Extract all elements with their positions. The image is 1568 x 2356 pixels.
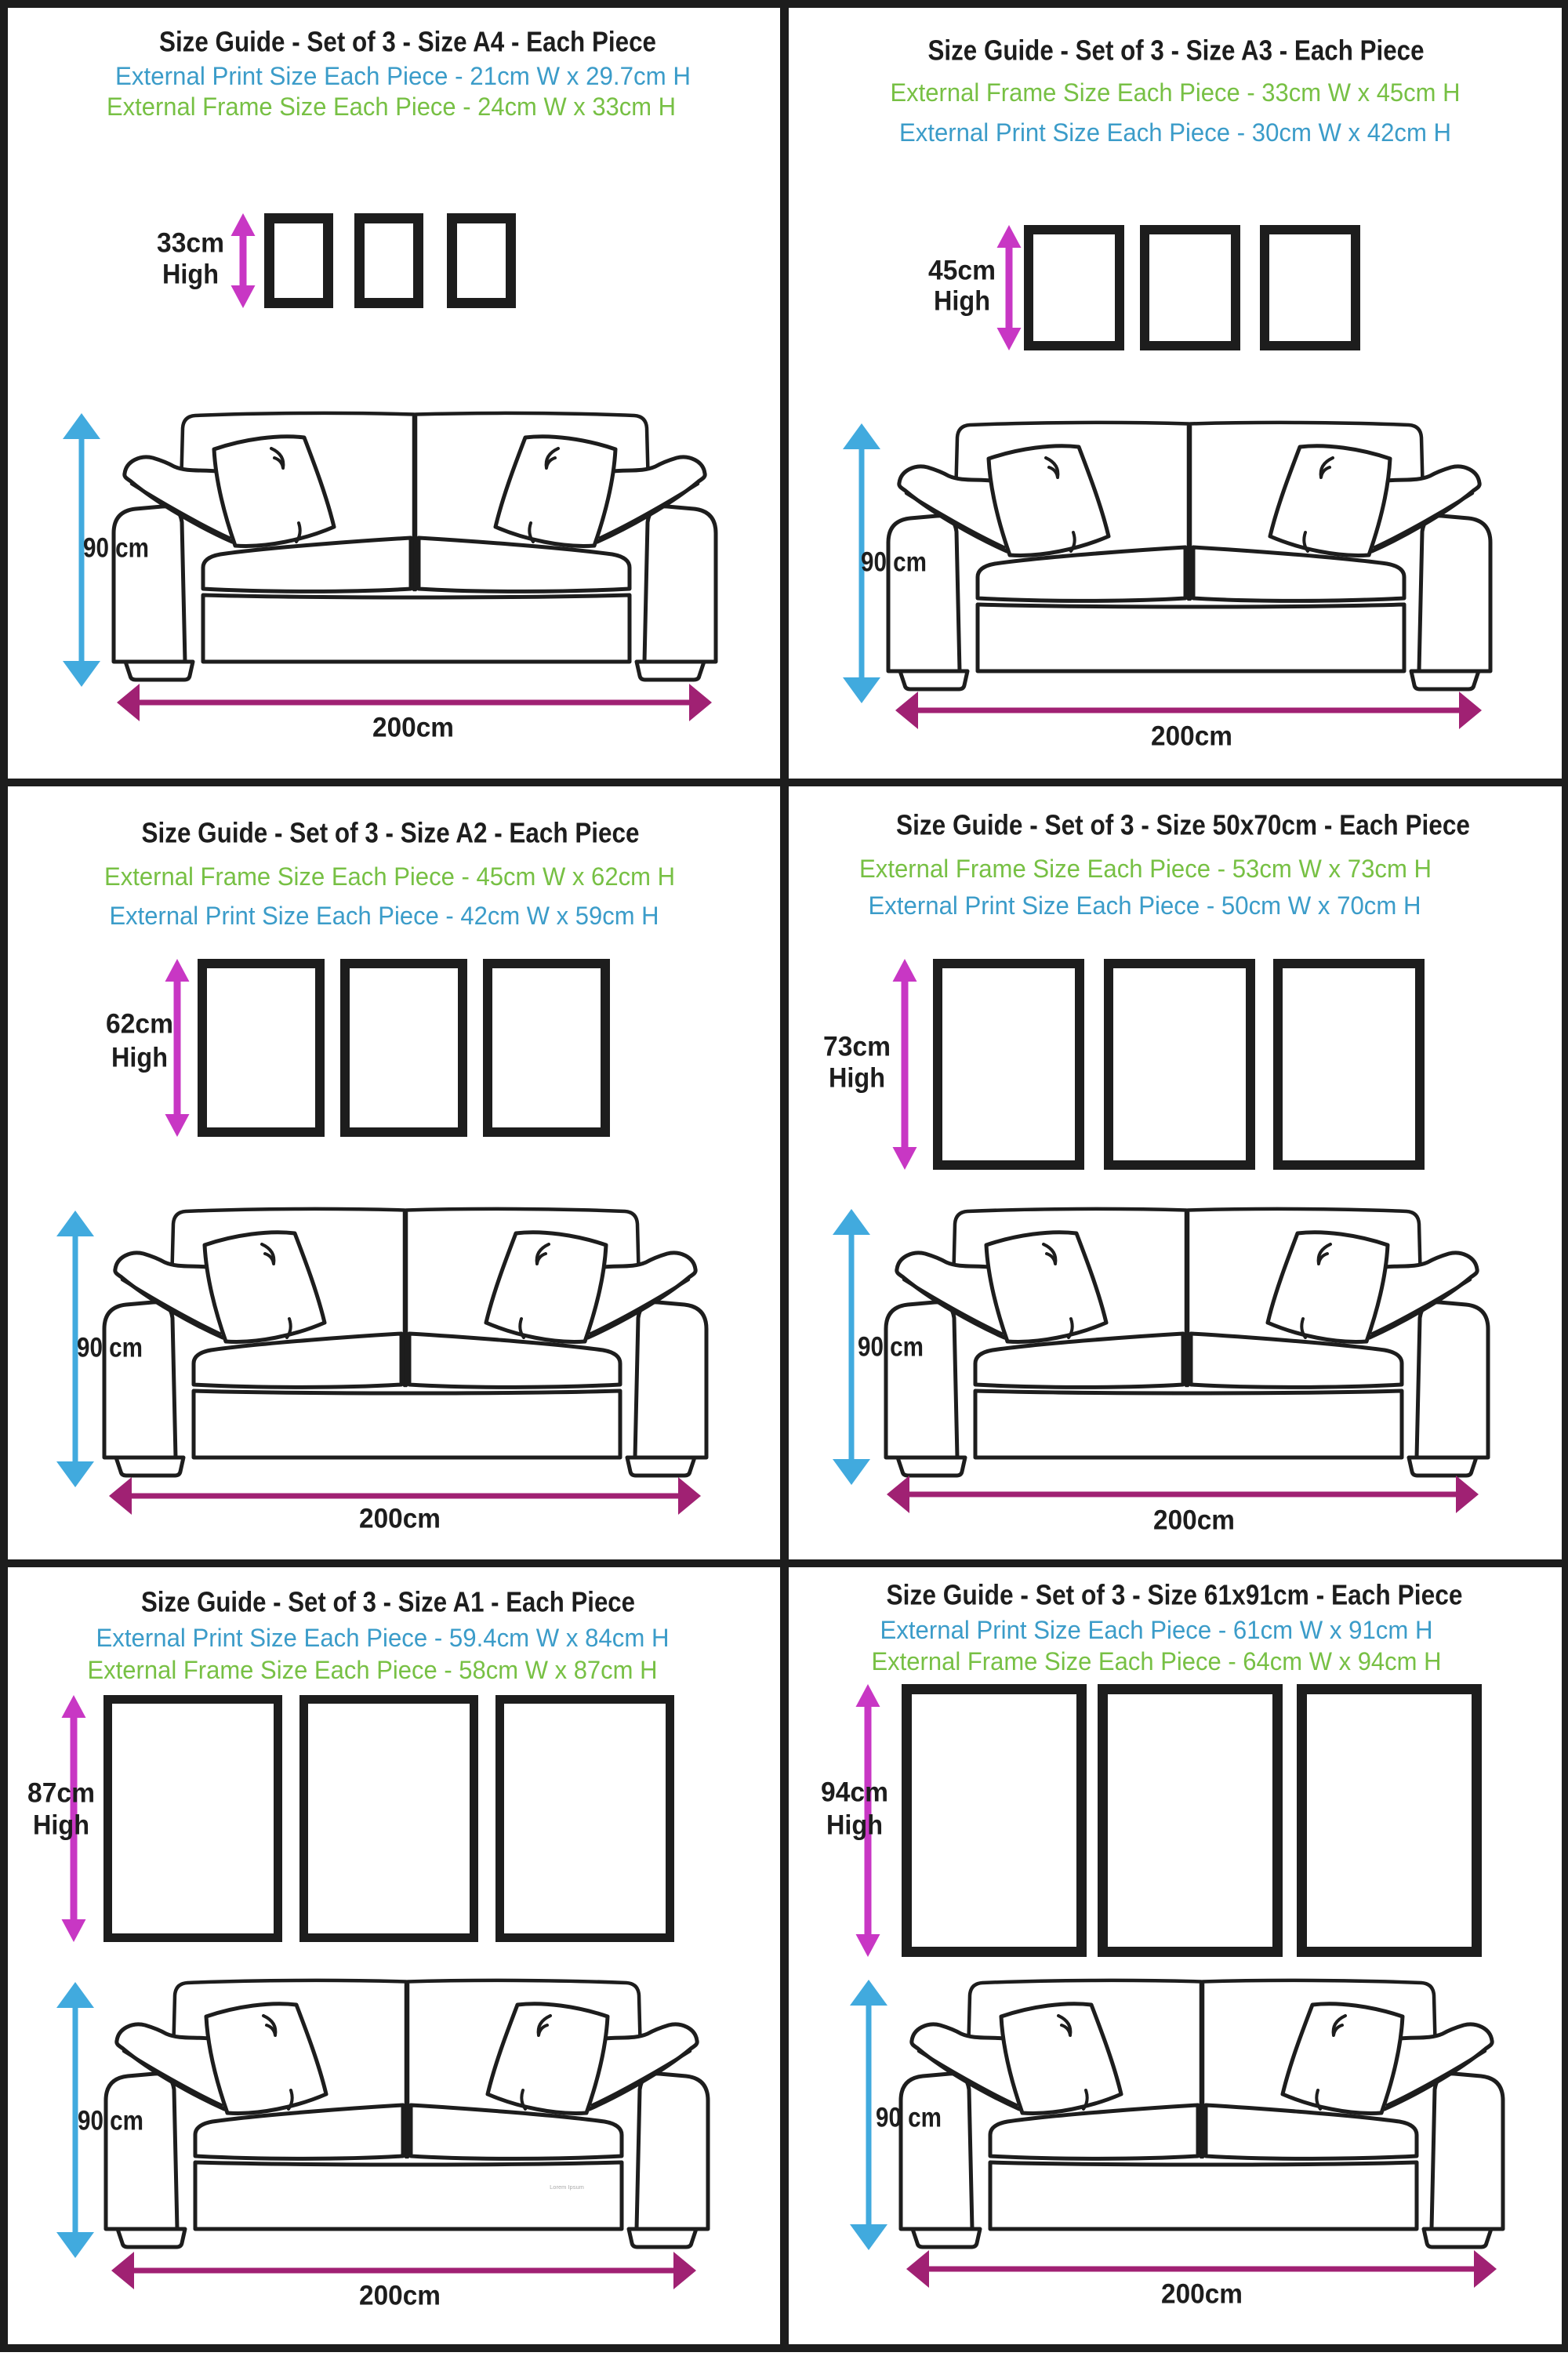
svg-text:External Print Size Each Piece: External Print Size Each Piece - 59.4cm … [96, 1624, 670, 1652]
svg-text:200cm: 200cm [1153, 1505, 1235, 1536]
svg-text:90 cm: 90 cm [77, 1333, 143, 1363]
svg-text:High: High [33, 1810, 89, 1841]
svg-text:Size Guide - Set of 3 - Size A: Size Guide - Set of 3 - Size A3 - Each P… [928, 34, 1425, 67]
svg-text:200cm: 200cm [372, 713, 454, 743]
svg-text:External Print Size Each Piece: External Print Size Each Piece - 61cm W … [880, 1616, 1433, 1644]
svg-text:External Frame Size Each Piece: External Frame Size Each Piece - 33cm W … [891, 78, 1461, 107]
svg-text:Size Guide - Set of 3 - Size 5: Size Guide - Set of 3 - Size 50x70cm - E… [896, 809, 1470, 841]
svg-text:90 cm: 90 cm [861, 547, 927, 578]
svg-text:External Frame Size Each Piece: External Frame Size Each Piece - 64cm W … [872, 1647, 1442, 1675]
svg-text:High: High [829, 1063, 885, 1094]
svg-text:External Print Size Each Piece: External Print Size Each Piece - 30cm W … [899, 118, 1451, 147]
svg-text:External Frame Size Each Piece: External Frame Size Each Piece - 45cm W … [104, 862, 675, 891]
svg-text:87cm: 87cm [27, 1778, 95, 1809]
svg-text:High: High [934, 286, 990, 317]
svg-text:45cm: 45cm [928, 256, 996, 286]
svg-text:200cm: 200cm [1161, 2279, 1243, 2310]
svg-text:73cm: 73cm [823, 1032, 891, 1062]
svg-text:External Print Size Each Piece: External Print Size Each Piece - 42cm W … [110, 902, 659, 930]
svg-text:Size Guide - Set of 3 - Size A: Size Guide - Set of 3 - Size A2 - Each P… [142, 817, 640, 849]
svg-text:90 cm: 90 cm [83, 533, 149, 564]
svg-text:Lorem Ipsum: Lorem Ipsum [550, 2184, 584, 2191]
svg-text:External Print Size Each Piece: External Print Size Each Piece - 50cm W … [869, 891, 1421, 920]
svg-text:90 cm: 90 cm [78, 2106, 143, 2136]
svg-text:External Print Size Each Piece: External Print Size Each Piece - 21cm W … [115, 62, 691, 90]
svg-text:33cm: 33cm [157, 228, 224, 259]
svg-text:200cm: 200cm [359, 2281, 441, 2311]
svg-text:200cm: 200cm [359, 1504, 441, 1534]
svg-text:High: High [162, 260, 219, 290]
svg-text:High: High [826, 1810, 883, 1841]
svg-text:Size Guide - Set of 3 - Size A: Size Guide - Set of 3 - Size A1 - Each P… [141, 1586, 635, 1618]
svg-text:62cm: 62cm [106, 1009, 173, 1040]
svg-text:Size Guide - Set of 3 - Size 6: Size Guide - Set of 3 - Size 61x91cm - E… [887, 1579, 1463, 1611]
svg-text:94cm: 94cm [821, 1777, 888, 1808]
svg-text:External Frame Size Each Piece: External Frame Size Each Piece - 24cm W … [107, 93, 676, 121]
svg-text:90 cm: 90 cm [858, 1332, 924, 1363]
svg-text:External Frame Size Each Piece: External Frame Size Each Piece - 58cm W … [88, 1656, 658, 1684]
svg-text:External Frame Size Each Piece: External Frame Size Each Piece - 53cm W … [859, 855, 1432, 883]
svg-text:200cm: 200cm [1151, 721, 1232, 752]
svg-text:90 cm: 90 cm [876, 2103, 942, 2133]
svg-text:High: High [111, 1043, 168, 1073]
svg-text:Size Guide - Set of 3 - Size A: Size Guide - Set of 3 - Size A4 - Each P… [159, 26, 656, 58]
